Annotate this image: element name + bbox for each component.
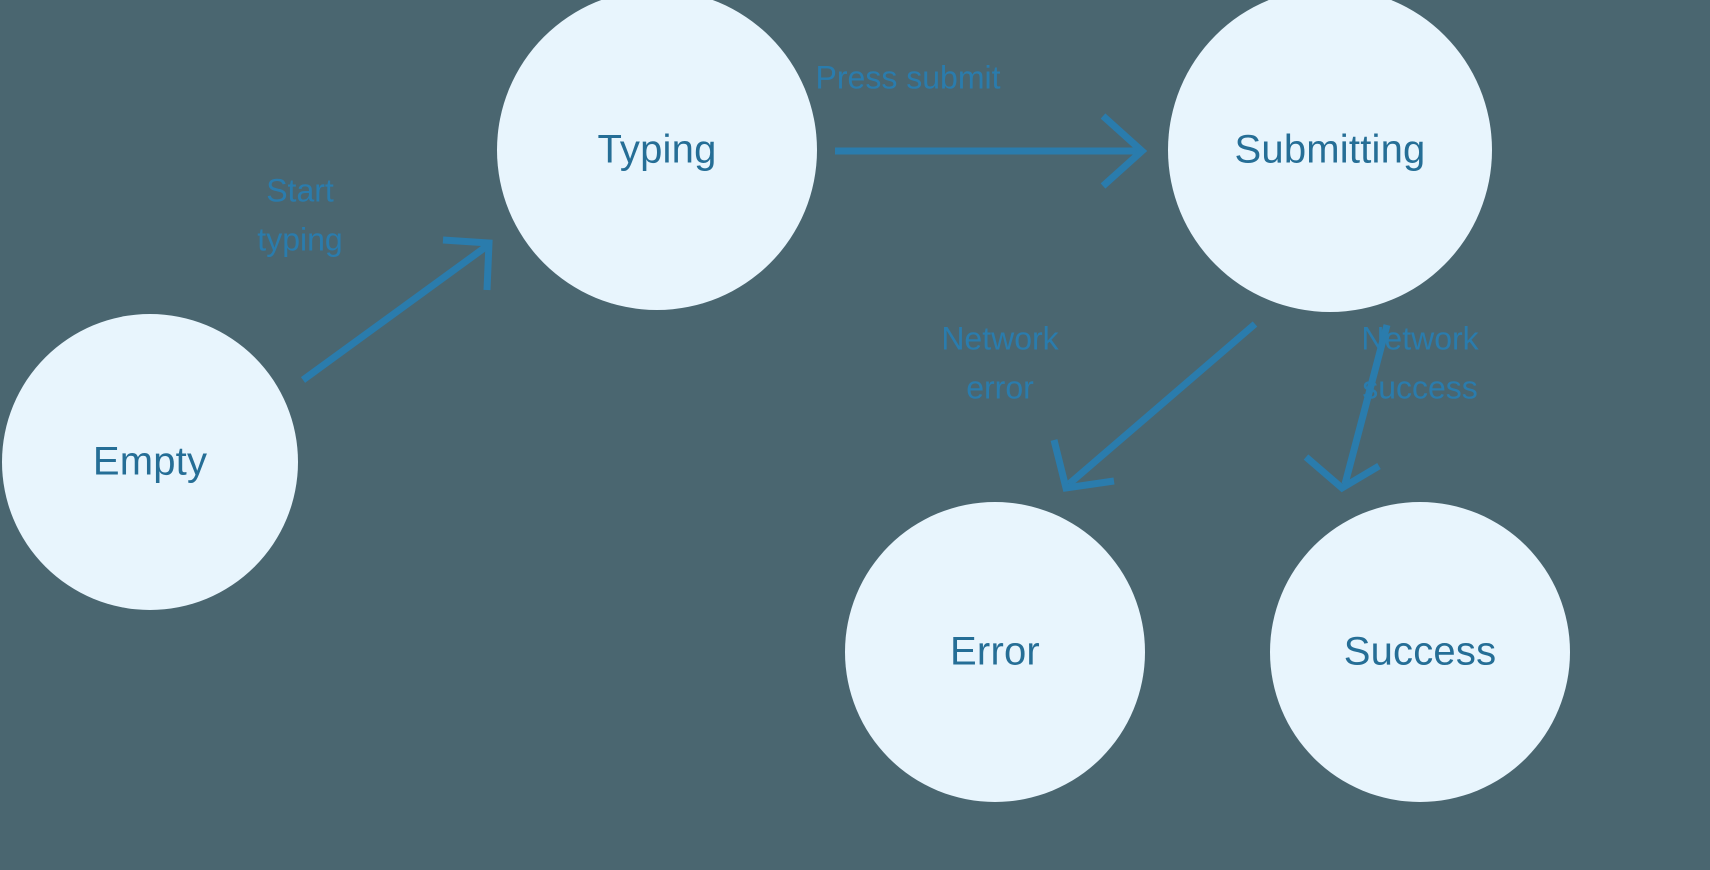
node-submitting[interactable]: Submitting: [1168, 0, 1492, 312]
node-typing-label: Typing: [597, 128, 716, 172]
node-submitting-label: Submitting: [1235, 128, 1426, 172]
node-error[interactable]: Error: [845, 502, 1145, 802]
edge-empty-to-typing: Start typing: [257, 172, 493, 383]
node-submitting-circle[interactable]: [1168, 0, 1492, 312]
edge-label-network-success-line1: Network: [1361, 320, 1479, 356]
edge-label-network-success-line2: success: [1362, 369, 1478, 405]
arrowhead-network-error: [1050, 439, 1115, 492]
edge-label-start-typing-line1: Start: [266, 172, 334, 208]
edge-label-network-error-line2: error: [966, 369, 1034, 405]
edge-line-network-error: [1066, 321, 1258, 487]
edge-line-network-success: [1341, 324, 1391, 485]
node-error-circle[interactable]: [845, 502, 1145, 802]
edge-label-start-typing-line2: typing: [257, 221, 342, 257]
node-typing[interactable]: Typing: [497, 0, 817, 310]
node-success-circle[interactable]: [1270, 502, 1570, 802]
arrowhead-press-submit: [1100, 113, 1148, 189]
node-error-label: Error: [950, 630, 1040, 674]
node-success-label: Success: [1344, 630, 1497, 674]
arrowhead-start-typing: [442, 236, 493, 291]
node-typing-circle[interactable]: [497, 0, 817, 310]
node-empty-label: Empty: [93, 440, 207, 484]
node-success[interactable]: Success: [1270, 502, 1570, 802]
edge-label-press-submit: Press submit: [816, 59, 1001, 95]
edge-submitting-to-error: Network error: [941, 320, 1258, 492]
edge-typing-to-submitting: Press submit: [816, 59, 1148, 189]
node-empty-circle[interactable]: [2, 314, 298, 610]
node-empty[interactable]: Empty: [2, 314, 298, 610]
edge-submitting-to-success: Network success: [1303, 320, 1480, 493]
edge-line-start-typing: [300, 243, 490, 383]
edge-label-network-error-line1: Network: [941, 320, 1059, 356]
arrowhead-network-success: [1303, 454, 1381, 493]
